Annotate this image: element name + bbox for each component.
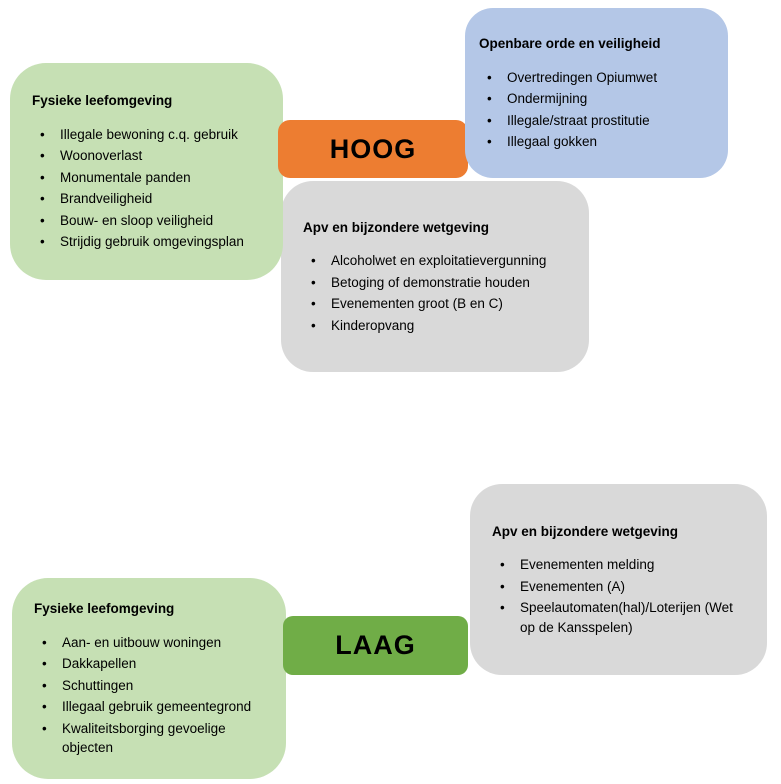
bullet-icon: • <box>311 296 316 312</box>
list-item: • Kinderopvang <box>311 316 573 336</box>
category-box-fysieke-leefomgeving-hoog: Fysieke leefomgeving • Illegale bewoning … <box>10 63 283 280</box>
list-item-label: Illegale/straat prostitutie <box>507 112 650 128</box>
priority-label-text: LAAG <box>335 630 416 660</box>
bullet-icon: • <box>42 634 47 650</box>
list-item-label: Speelautomaten(hal)/Loterijen (Wet op de… <box>520 600 733 635</box>
box-title: Openbare orde en veiligheid <box>479 36 661 52</box>
item-list: • Evenementen melding • Evenementen (A) • S… <box>492 555 751 637</box>
priority-label-hoog: HOOG <box>278 120 468 178</box>
list-item-label: Evenementen groot (B en C) <box>331 296 503 312</box>
list-item-label: Ondermijning <box>507 91 588 107</box>
category-box-fysieke-leefomgeving-laag: Fysieke leefomgeving • Aan- en uitbouw wo… <box>12 578 286 779</box>
list-item: • Speelautomaten(hal)/Loterijen (Wet op d… <box>500 598 751 637</box>
list-item-label: Evenementen (A) <box>520 578 626 594</box>
list-item: • Kwaliteitsborging gevoelige objecten <box>42 719 266 758</box>
list-item: • Ondermijning <box>487 89 714 109</box>
bullet-icon: • <box>487 69 492 85</box>
item-list: • Illegale bewoning c.q. gebruik • Woonove… <box>32 125 263 252</box>
list-item: • Illegaal gokken <box>487 132 714 152</box>
bullet-icon: • <box>40 169 45 185</box>
list-item: • Strijdig gebruik omgevingsplan <box>40 232 263 252</box>
list-item: • Illegaal gebruik gemeentegrond <box>42 697 266 717</box>
list-item: • Brandveiligheid <box>40 189 263 209</box>
bullet-icon: • <box>40 212 45 228</box>
box-title: Apv en bijzondere wetgeving <box>492 523 679 539</box>
bullet-icon: • <box>487 134 492 150</box>
category-box-apv-en-bijzondere-wetgeving-hoog: Apv en bijzondere wetgeving • Alcoholwet … <box>281 181 589 372</box>
list-item-label: Betoging of demonstratie houden <box>331 274 530 290</box>
priority-label-laag: LAAG <box>283 616 468 675</box>
list-item-label: Kwaliteitsborging gevoelige objecten <box>62 720 226 756</box>
list-item: • Alcoholwet en exploitatievergunning <box>311 251 573 271</box>
bullet-icon: • <box>40 148 45 164</box>
list-item: • Evenementen (A) <box>500 577 751 597</box>
list-item-label: Aan- en uitbouw woningen <box>62 634 222 650</box>
bullet-icon: • <box>311 317 316 333</box>
list-item-label: Illegale bewoning c.q. gebruik <box>60 126 238 142</box>
list-item: • Evenementen melding <box>500 555 751 575</box>
list-item: • Bouw- en sloop veiligheid <box>40 211 263 231</box>
priority-label-text: HOOG <box>329 133 417 164</box>
bullet-icon: • <box>487 91 492 107</box>
list-item: • Aan- en uitbouw woningen <box>42 633 266 653</box>
box-title: Fysieke leefomgeving <box>32 93 173 109</box>
bullet-icon: • <box>311 253 316 269</box>
bullet-icon: • <box>500 557 505 573</box>
list-item-label: Illegaal gokken <box>507 134 598 150</box>
list-item-label: Strijdig gebruik omgevingsplan <box>60 234 244 250</box>
bullet-icon: • <box>42 699 47 715</box>
list-item: • Illegale/straat prostitutie <box>487 111 714 131</box>
bullet-icon: • <box>42 720 47 736</box>
list-item-label: Woonoverlast <box>60 148 143 164</box>
list-item: • Monumentale panden <box>40 168 263 188</box>
category-box-openbare-orde-en-veiligheid-hoog: Openbare orde en veiligheid • Overtreding… <box>465 8 728 178</box>
bullet-icon: • <box>311 274 316 290</box>
bullet-icon: • <box>487 112 492 128</box>
list-item-label: Kinderopvang <box>331 317 415 333</box>
bullet-icon: • <box>500 600 505 616</box>
list-item: • Overtredingen Opiumwet <box>487 68 714 88</box>
list-item-label: Illegaal gebruik gemeentegrond <box>62 699 252 715</box>
list-item: • Schuttingen <box>42 676 266 696</box>
bullet-icon: • <box>500 578 505 594</box>
list-item: • Woonoverlast <box>40 146 263 166</box>
item-list: • Overtredingen Opiumwet • Ondermijning • I… <box>479 68 714 152</box>
list-item-label: Schuttingen <box>62 677 134 693</box>
item-list: • Alcoholwet en exploitatievergunning • Be… <box>303 251 573 335</box>
bullet-icon: • <box>40 234 45 250</box>
bullet-icon: • <box>40 126 45 142</box>
category-box-apv-en-bijzondere-wetgeving-laag: Apv en bijzondere wetgeving • Evenementen… <box>470 484 767 675</box>
list-item-label: Brandveiligheid <box>60 191 153 207</box>
list-item-label: Dakkapellen <box>62 656 137 672</box>
bullet-icon: • <box>42 677 47 693</box>
list-item: • Dakkapellen <box>42 654 266 674</box>
list-item-label: Bouw- en sloop veiligheid <box>60 212 214 228</box>
list-item-label: Alcoholwet en exploitatievergunning <box>331 253 547 269</box>
bullet-icon: • <box>40 191 45 207</box>
list-item: • Betoging of demonstratie houden <box>311 273 573 293</box>
bullet-icon: • <box>42 656 47 672</box>
list-item-label: Overtredingen Opiumwet <box>507 69 658 85</box>
box-title: Fysieke leefomgeving <box>34 601 175 617</box>
list-item: • Illegale bewoning c.q. gebruik <box>40 125 263 145</box>
list-item-label: Evenementen melding <box>520 557 655 573</box>
item-list: • Aan- en uitbouw woningen • Dakkapellen •… <box>34 633 266 758</box>
list-item: • Evenementen groot (B en C) <box>311 294 573 314</box>
box-title: Apv en bijzondere wetgeving <box>303 219 490 235</box>
list-item-label: Monumentale panden <box>60 169 191 185</box>
